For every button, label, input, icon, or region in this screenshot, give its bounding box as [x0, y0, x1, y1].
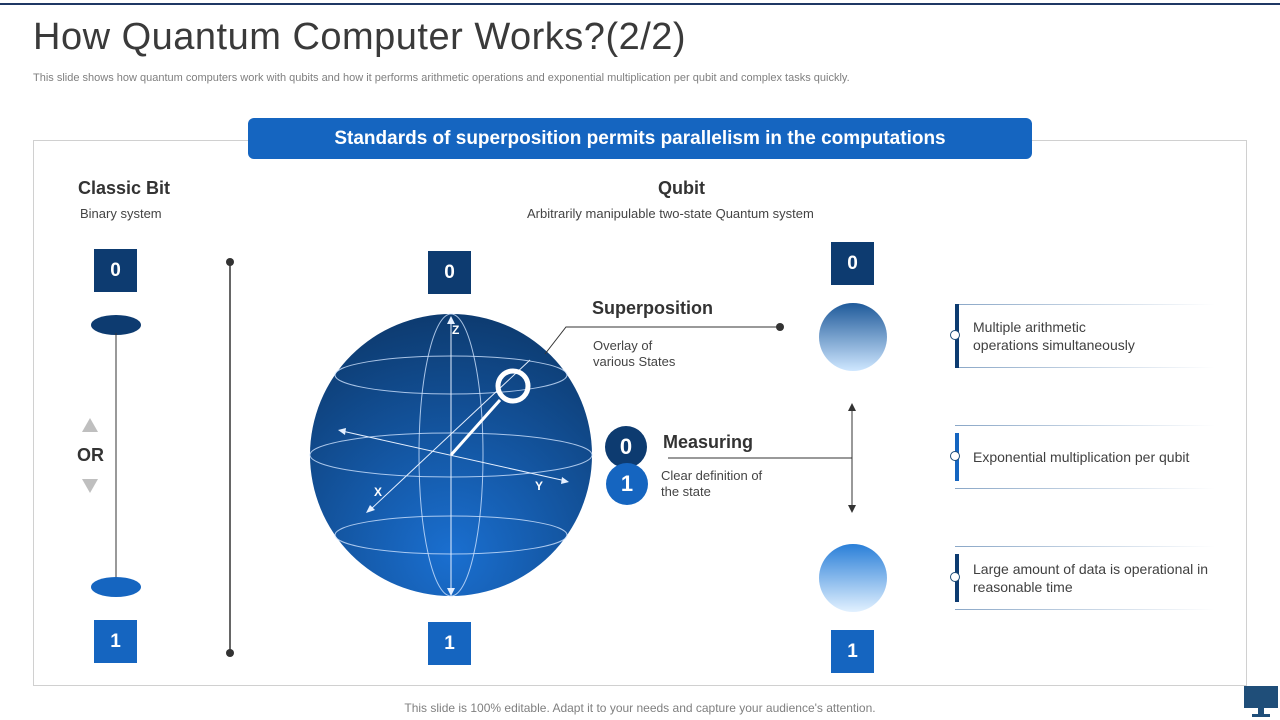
banner: Standards of superposition permits paral…	[248, 118, 1032, 159]
qubit-one-box: 1	[831, 630, 874, 673]
classic-bit-bottom-disc	[91, 577, 141, 597]
top-rule	[0, 3, 1280, 5]
triangle-down-icon	[82, 479, 98, 493]
measuring-title: Measuring	[663, 432, 754, 452]
info-card-line1: Large amount of data is operational in	[973, 561, 1209, 577]
info-card-text: Large amount of data is operational in r…	[973, 546, 1215, 610]
qubit-zero-box: 0	[831, 242, 874, 285]
info-card-line2: reasonable time	[973, 579, 1073, 595]
divider-bottom-dot	[226, 649, 234, 657]
page-subtitle: This slide shows how quantum computers w…	[33, 72, 850, 84]
info-card-line2: operations simultaneously	[973, 337, 1135, 353]
sphere-zero-box: 0	[428, 251, 471, 294]
qubit-title: Qubit	[658, 178, 705, 198]
superposition-desc-line1: Overlay of	[593, 338, 653, 353]
axis-y-label: Y	[535, 479, 544, 493]
info-card-line1: Exponential multiplication per qubit	[973, 449, 1190, 465]
measuring-one-circle: 1	[606, 463, 648, 505]
info-card-line1: Multiple arithmetic	[973, 319, 1086, 335]
arrow-up-head	[848, 403, 856, 411]
axis-z-label: Z	[452, 323, 460, 337]
bloch-sphere	[309, 313, 593, 597]
card-edge	[955, 546, 1215, 547]
sphere-one-box: 1	[428, 622, 471, 665]
info-card-text: Exponential multiplication per qubit	[973, 425, 1215, 489]
card-edge	[955, 488, 1215, 489]
divider-top-dot	[226, 258, 234, 266]
arrow-down-head	[848, 505, 856, 513]
info-card-text: Multiple arithmetic operations simultane…	[973, 304, 1215, 368]
classic-bit-zero-box: 0	[94, 249, 137, 292]
triangle-up-icon	[82, 418, 98, 432]
classic-bit-top-disc	[91, 315, 141, 335]
qubit-state-orb-top	[819, 303, 887, 371]
info-card-large-data: Large amount of data is operational in r…	[950, 546, 1215, 610]
page-title: How Quantum Computer Works?(2/2)	[33, 16, 687, 58]
card-edge	[955, 609, 1215, 610]
card-dot	[950, 451, 960, 461]
card-edge	[955, 304, 1215, 305]
measuring-zero-circle: 0	[605, 426, 647, 468]
monitor-icon	[1244, 686, 1278, 717]
classic-bit-subtitle: Binary system	[80, 206, 162, 221]
info-card-exponential: Exponential multiplication per qubit	[950, 425, 1215, 489]
axis-x-label: X	[374, 485, 383, 499]
superposition-title: Superposition	[592, 298, 713, 318]
card-edge	[955, 367, 1215, 368]
qubit-subtitle: Arbitrarily manipulable two-state Quantu…	[527, 206, 814, 221]
superposition-leader-dot	[776, 323, 784, 331]
card-dot	[950, 572, 960, 582]
superposition-desc-line2: various States	[593, 354, 676, 369]
superposition-leader	[544, 326, 780, 355]
info-card-arithmetic: Multiple arithmetic operations simultane…	[950, 304, 1215, 368]
card-edge	[955, 425, 1215, 426]
measuring-desc-line1: Clear definition of	[661, 468, 763, 483]
or-label: OR	[77, 445, 104, 465]
qubit-state-orb-bottom	[819, 544, 887, 612]
footer-note: This slide is 100% editable. Adapt it to…	[404, 701, 876, 715]
measuring-desc-line2: the state	[661, 484, 711, 499]
classic-bit-title: Classic Bit	[78, 178, 171, 198]
classic-bit-one-box: 1	[94, 620, 137, 663]
card-dot	[950, 330, 960, 340]
